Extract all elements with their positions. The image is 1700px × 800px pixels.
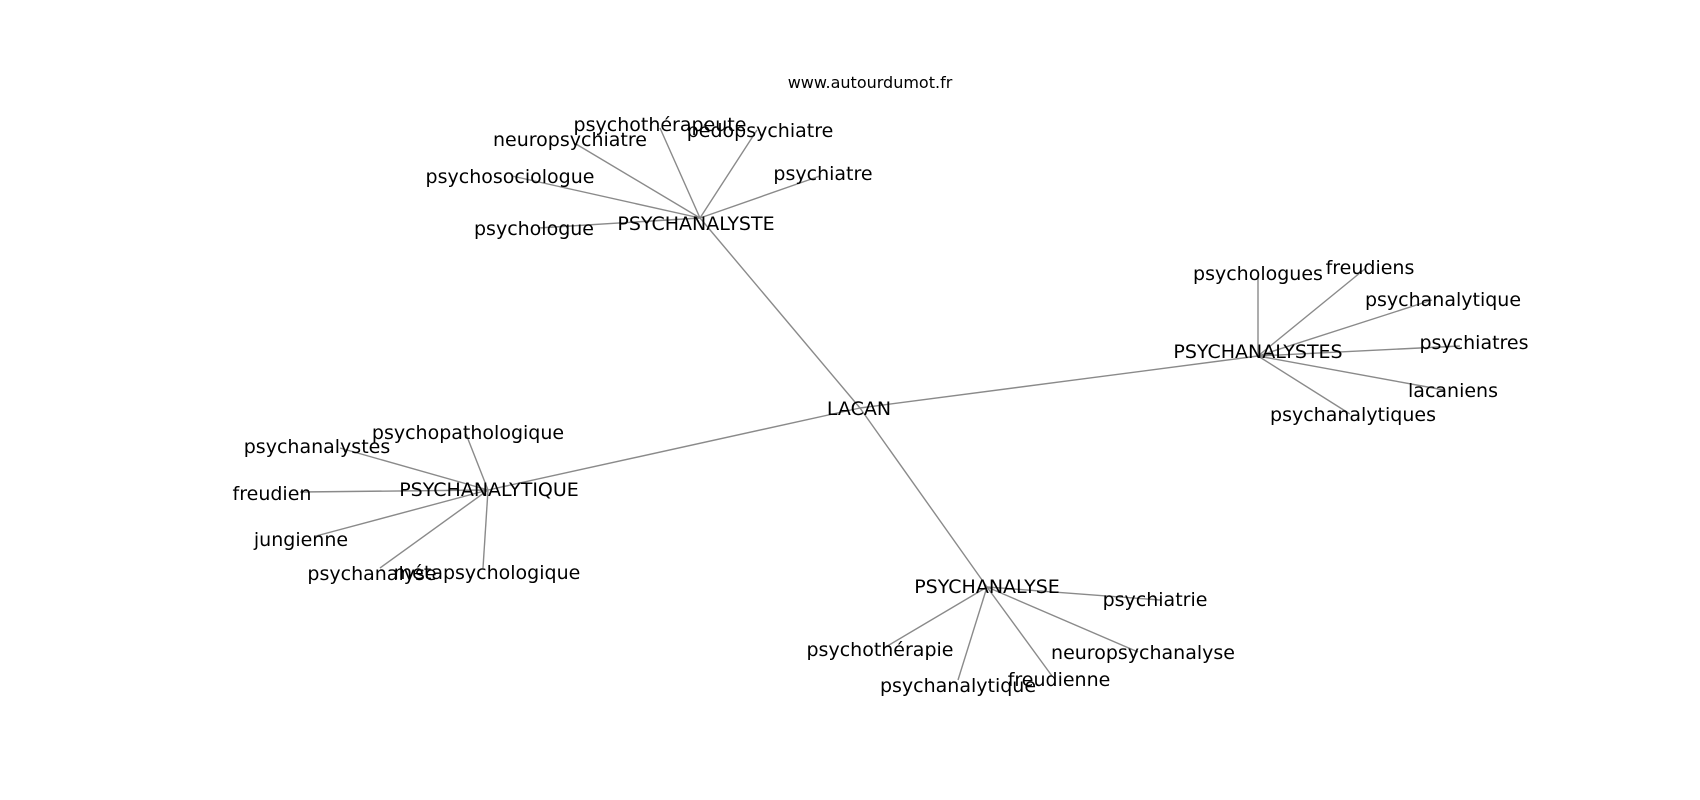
leaf-node-label[interactable]: pédopsychiatre	[687, 120, 834, 142]
leaf-node-label[interactable]: psychanalytique	[1365, 289, 1521, 311]
edge-hub-leaf	[315, 489, 489, 537]
leaf-node-label[interactable]: psychanalystes	[244, 436, 390, 458]
edge-hub-leaf	[1257, 299, 1433, 357]
leaf-node-label[interactable]: psychologue	[474, 218, 594, 240]
leaf-node-label[interactable]: jungienne	[253, 529, 348, 551]
edge-hub-leaf	[1257, 345, 1461, 357]
graph-labels: LACAN PSYCHANALYSTE psychothérapeutepédops…	[233, 114, 1529, 697]
leaf-node-label[interactable]: psychologues	[1193, 263, 1323, 285]
edge-center-hub	[487, 407, 861, 491]
leaf-node-label[interactable]: psychosociologue	[426, 166, 595, 188]
edge-hub-leaf	[883, 586, 988, 649]
leaf-node-label[interactable]: neuropsychanalyse	[1051, 642, 1235, 664]
edge-center-hub	[859, 407, 988, 588]
edge-hub-leaf	[1257, 355, 1445, 391]
leaf-node-label[interactable]: psychanalyse	[307, 563, 436, 585]
edge-center-hub	[699, 217, 861, 409]
edge-hub-leaf	[1257, 355, 1351, 415]
edge-hub-leaf	[465, 433, 489, 491]
leaf-node-label[interactable]: psychothérapie	[807, 639, 954, 661]
leaf-node-label[interactable]: lacaniens	[1408, 380, 1498, 402]
hub-node-label[interactable]: PSYCHANALYTIQUE	[399, 479, 579, 501]
leaf-node-label[interactable]: psychanalytiques	[1270, 404, 1436, 426]
edge-hub-leaf	[699, 129, 758, 219]
edge-hub-leaf	[299, 489, 489, 493]
leaf-node-label[interactable]: psychiatre	[773, 163, 872, 185]
hub-node-label[interactable]: PSYCHANALYSTE	[617, 213, 774, 235]
leaf-node-label[interactable]: métapsychologique	[394, 562, 581, 584]
edge-hub-leaf	[537, 217, 701, 229]
leaf-node-label[interactable]: neuropsychiatre	[493, 129, 647, 151]
hub-node-label[interactable]: PSYCHANALYSE	[914, 576, 1060, 598]
edge-hub-leaf	[986, 586, 1139, 653]
leaf-node-label[interactable]: psychiatres	[1419, 332, 1528, 354]
edge-hub-leaf	[699, 175, 821, 219]
edge-hub-leaf	[986, 586, 1161, 601]
leaf-node-label[interactable]: psychopathologique	[372, 422, 564, 444]
edge-hub-leaf	[339, 447, 489, 491]
leaf-node-label[interactable]: psychanalytique	[880, 675, 1036, 697]
edge-hub-leaf	[1257, 267, 1367, 357]
edge-hub-leaf	[957, 586, 988, 681]
edge-hub-leaf	[379, 489, 489, 569]
edge-hub-leaf	[482, 489, 489, 569]
edge-hub-leaf	[511, 175, 701, 219]
graph-edges	[299, 127, 1461, 681]
edge-center-hub	[859, 355, 1259, 409]
leaf-node-label[interactable]: psychiatrie	[1103, 589, 1208, 611]
leaf-node-label[interactable]: freudiens	[1326, 257, 1415, 279]
edge-hub-leaf	[659, 127, 701, 219]
leaf-node-label[interactable]: psychothérapeute	[574, 114, 747, 136]
center-node-label[interactable]: LACAN	[827, 398, 891, 420]
leaf-node-label[interactable]: freudienne	[1008, 669, 1111, 691]
hub-node-label[interactable]: PSYCHANALYSTES	[1173, 341, 1342, 363]
edge-hub-leaf	[575, 143, 701, 219]
website-label: www.autourdumot.fr	[788, 73, 953, 92]
edge-hub-leaf	[986, 586, 1053, 677]
leaf-node-label[interactable]: freudien	[233, 483, 312, 505]
